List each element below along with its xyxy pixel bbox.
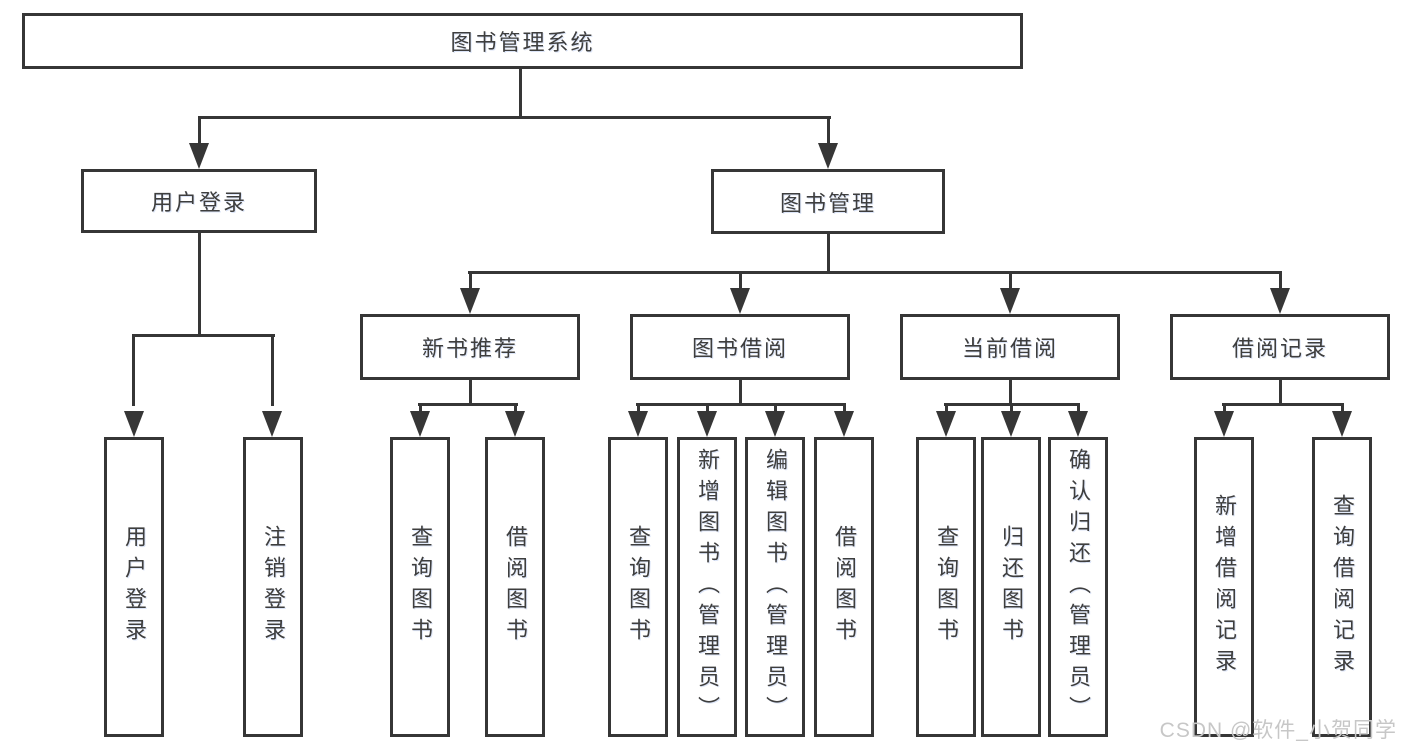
connector-borrow-records-rail — [1222, 403, 1344, 406]
node-label: 用户登录 — [150, 190, 247, 215]
node-library-management-system: 图书管理系统 — [22, 13, 1023, 69]
connector-book-management-stem — [827, 233, 830, 273]
connector-drop — [774, 403, 777, 417]
connector-drop — [514, 403, 517, 417]
arrow-to-leaf — [505, 411, 525, 437]
node-label: 图书管理 — [779, 190, 876, 216]
leaf-label: 借阅图书 — [832, 525, 857, 649]
connector-drop — [1341, 403, 1344, 417]
arrow-to-leaf — [1214, 411, 1234, 437]
connector-drop-leaf-logout — [271, 334, 274, 406]
leaf-label: 查询借阅记录 — [1330, 494, 1355, 680]
node-label: 图书管理系统 — [450, 30, 595, 55]
arrow-to-leaf — [765, 411, 785, 437]
leaf-query-books-recommend: 查询图书 — [390, 437, 450, 737]
csdn-watermark: CSDN @软件_小贺同学 — [1159, 719, 1397, 742]
leaf-return-books: 归还图书 — [981, 437, 1041, 737]
connector-drop-book-borrowing — [739, 271, 742, 293]
connector-drop-book-management — [827, 116, 830, 150]
leaf-borrow-books-recommend: 借阅图书 — [485, 437, 545, 737]
node-label: 新书推荐 — [421, 336, 518, 361]
connector-current-borrowing-stem — [1009, 379, 1012, 406]
node-label: 图书借阅 — [691, 336, 788, 361]
arrow-to-leaf — [410, 411, 430, 437]
arrow-to-leaf — [1332, 411, 1352, 437]
leaf-logout: 注销登录 — [243, 437, 303, 737]
leaf-add-borrow-record: 新增借阅记录 — [1194, 437, 1254, 737]
leaf-label: 查询图书 — [626, 525, 651, 649]
connector-book-borrowing-rail — [636, 403, 846, 406]
node-book-borrowing: 图书借阅 — [630, 314, 850, 380]
connector-drop — [706, 403, 709, 417]
node-current-borrowing: 当前借阅 — [900, 314, 1120, 380]
leaf-edit-books-admin: 编辑图书（管理员） — [745, 437, 805, 737]
node-borrow-records: 借阅记录 — [1170, 314, 1390, 380]
arrow-to-leaf — [936, 411, 956, 437]
leaf-label: 查询图书 — [408, 525, 433, 649]
node-user-login: 用户登录 — [81, 169, 317, 233]
connector-book-borrowing-stem — [739, 379, 742, 406]
connector-drop — [1223, 403, 1226, 417]
leaf-label: 用户登录 — [122, 525, 147, 649]
arrow-to-new-book-recommend — [460, 288, 480, 314]
leaf-label: 新增借阅记录 — [1212, 494, 1237, 680]
connector-drop-leaf-user-login — [132, 334, 135, 406]
arrow-to-leaf — [1068, 411, 1088, 437]
connector-new-book-rail — [418, 403, 518, 406]
arrow-to-current-borrowing — [1000, 288, 1020, 314]
connector-drop-new-book — [469, 271, 472, 293]
leaf-user-login: 用户登录 — [104, 437, 164, 737]
arrow-to-leaf — [628, 411, 648, 437]
leaf-add-books-admin: 新增图书（管理员） — [677, 437, 737, 737]
leaf-label: 借阅图书 — [503, 525, 528, 649]
arrow-to-leaf — [834, 411, 854, 437]
node-label: 借阅记录 — [1231, 336, 1328, 361]
node-new-book-recommend: 新书推荐 — [360, 314, 580, 380]
connector-drop — [945, 403, 948, 417]
leaf-label: 编辑图书（管理员） — [763, 447, 788, 727]
leaf-label: 查询图书 — [934, 525, 959, 649]
connector-drop — [1077, 403, 1080, 417]
leaf-label: 确认归还（管理员） — [1066, 447, 1091, 727]
connector-borrow-records-stem — [1279, 379, 1282, 406]
connector-drop-current-borrowing — [1009, 271, 1012, 293]
leaf-label: 注销登录 — [261, 525, 286, 649]
arrow-to-leaf — [697, 411, 717, 437]
arrow-to-leaf — [1001, 411, 1021, 437]
arrow-to-book-management — [818, 143, 838, 169]
arrow-to-borrow-records — [1270, 288, 1290, 314]
leaf-query-books-current: 查询图书 — [916, 437, 976, 737]
connector-drop-user-login — [198, 116, 201, 150]
connector-drop — [843, 403, 846, 417]
connector-root-rail — [198, 116, 831, 119]
arrow-to-leaf-user-login — [124, 411, 144, 437]
leaf-query-books-borrowing: 查询图书 — [608, 437, 668, 737]
arrow-to-user-login — [189, 143, 209, 169]
node-book-management: 图书管理 — [711, 169, 945, 234]
leaf-label: 归还图书 — [999, 525, 1024, 649]
connector-new-book-stem — [469, 379, 472, 406]
connector-user-login-stem — [198, 232, 201, 337]
connector-drop — [419, 403, 422, 417]
connector-drop-borrow-records — [1279, 271, 1282, 293]
leaf-query-borrow-record: 查询借阅记录 — [1312, 437, 1372, 737]
connector-drop — [637, 403, 640, 417]
leaf-borrow-books: 借阅图书 — [814, 437, 874, 737]
leaf-confirm-return-admin: 确认归还（管理员） — [1048, 437, 1108, 737]
connector-user-login-rail — [132, 334, 275, 337]
connector-root-stem — [519, 68, 522, 118]
arrow-to-book-borrowing — [730, 288, 750, 314]
connector-level3-rail — [468, 271, 1282, 274]
leaf-label: 新增图书（管理员） — [695, 447, 720, 727]
arrow-to-leaf-logout — [262, 411, 282, 437]
node-label: 当前借阅 — [961, 336, 1058, 361]
connector-drop — [1010, 403, 1013, 417]
